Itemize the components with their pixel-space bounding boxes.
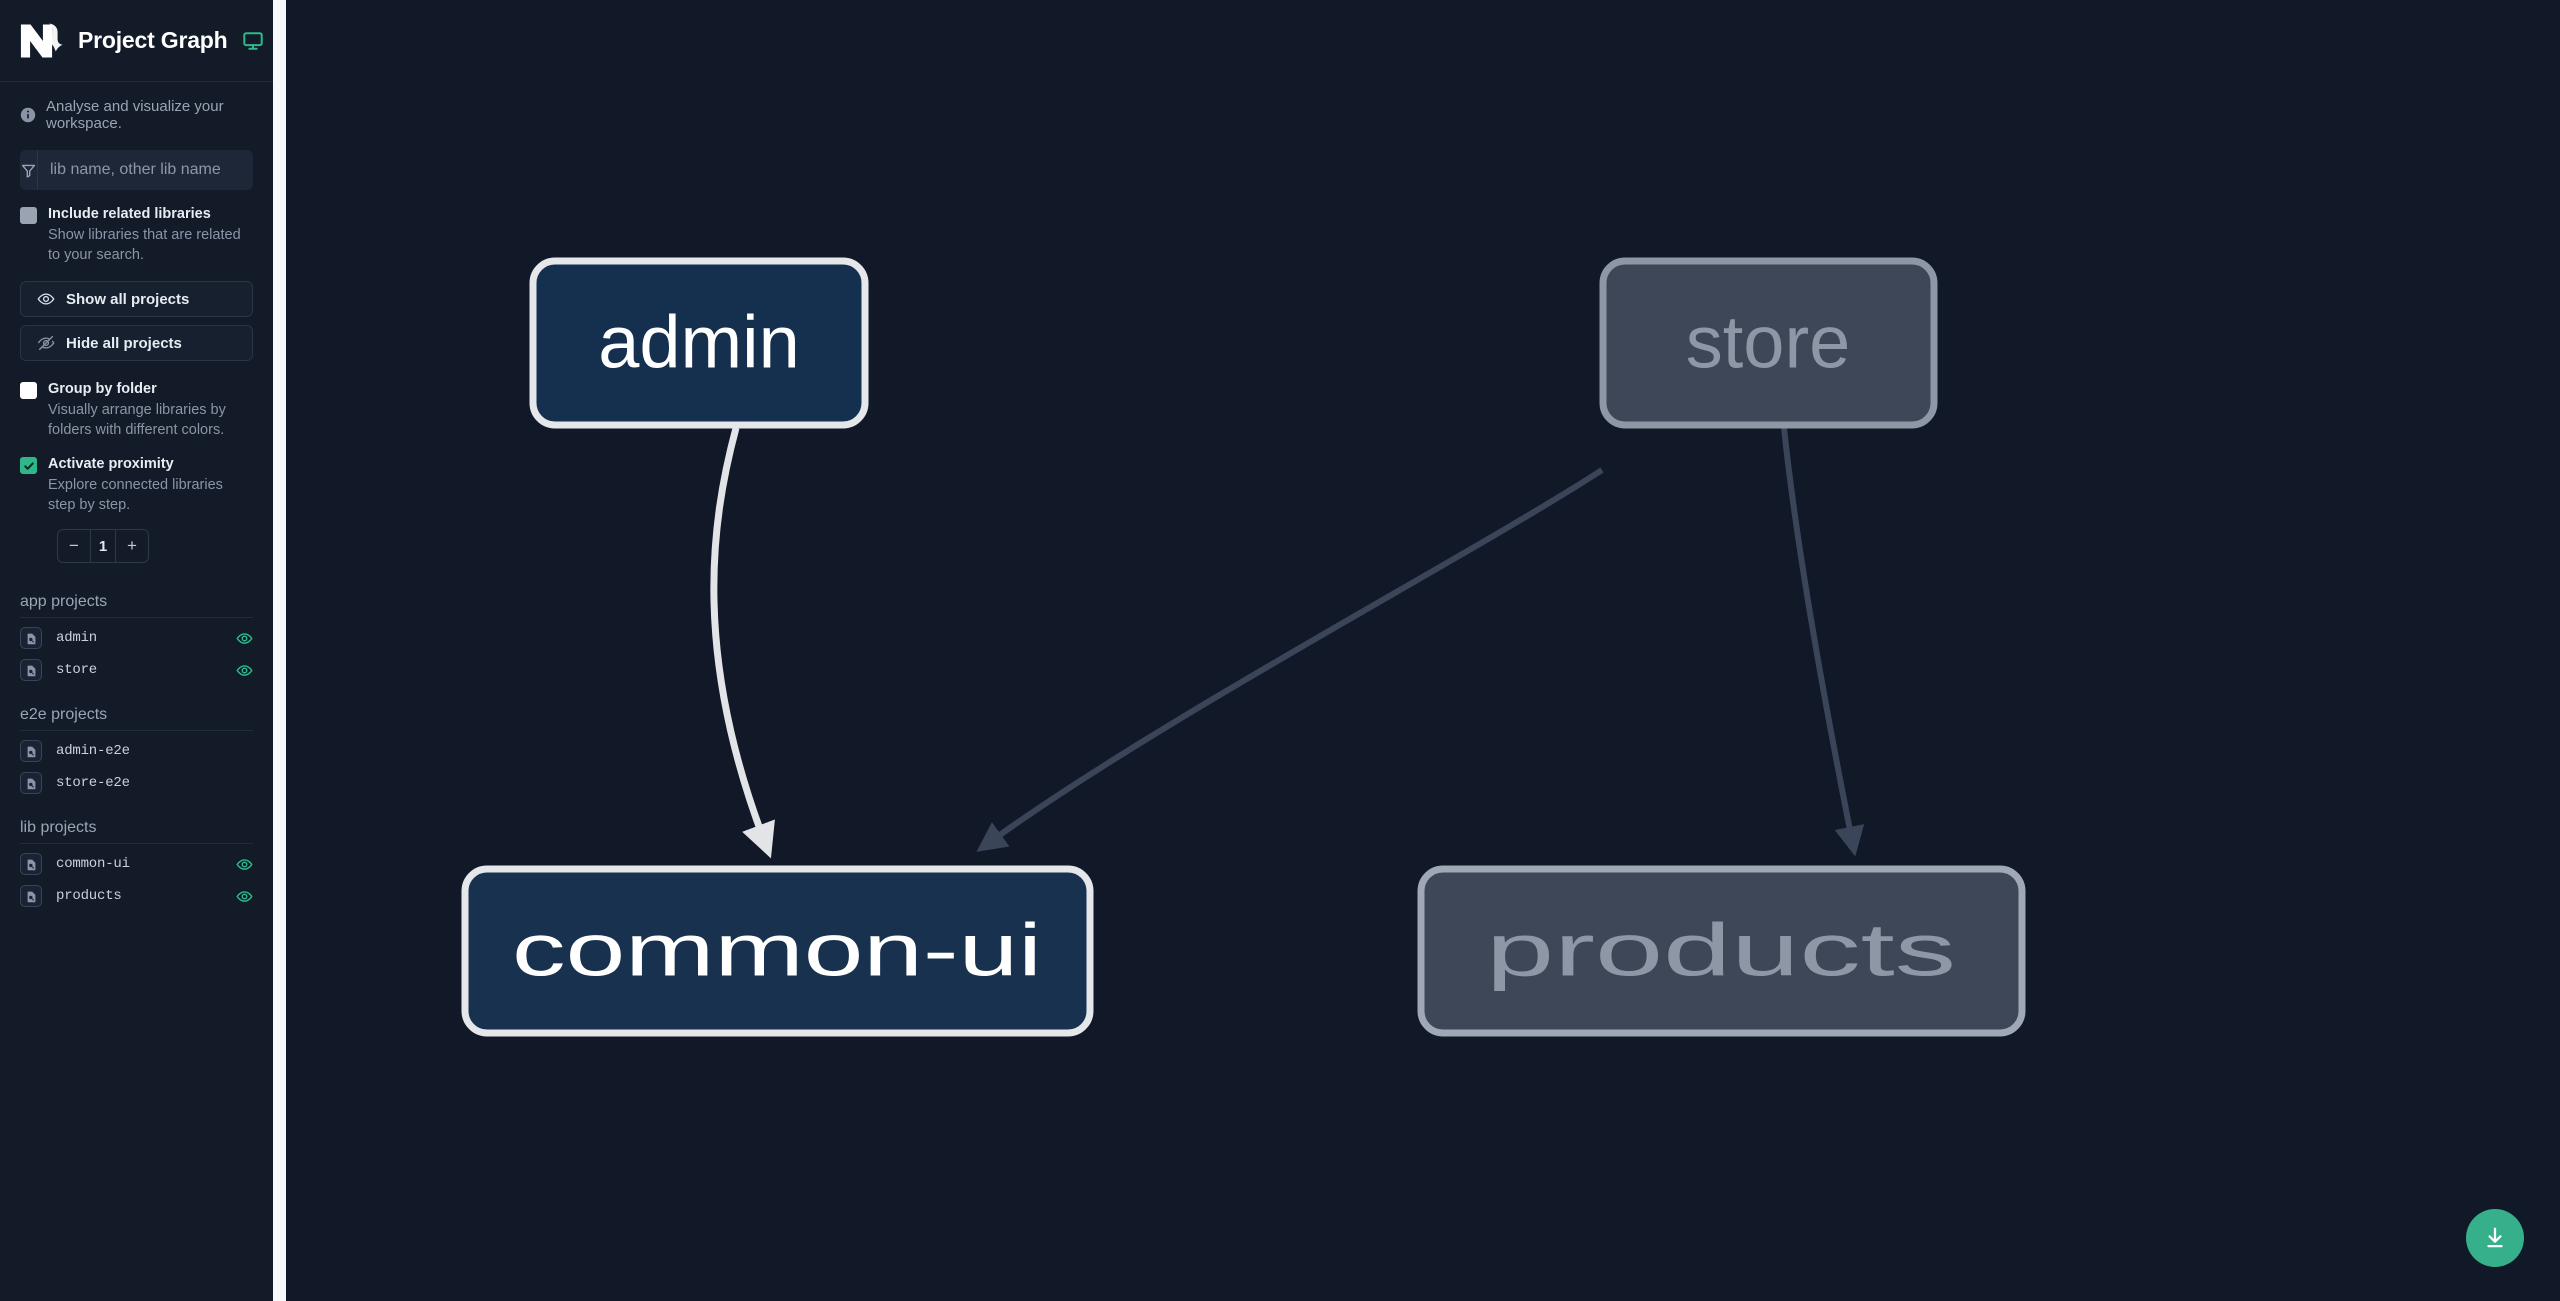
node-label: common-ui <box>512 909 1042 992</box>
project-file-icon <box>20 772 42 795</box>
project-file-icon <box>20 885 42 908</box>
project-row-admin-e2e[interactable]: admin-e2e <box>0 735 273 767</box>
info-icon <box>20 107 36 123</box>
checkbox-activate-proximity[interactable]: Activate proximity Explore connected lib… <box>0 440 273 515</box>
node-box[interactable] <box>1599 257 1938 429</box>
eye-icon <box>37 290 55 308</box>
project-row-store[interactable]: store <box>0 654 273 686</box>
project-file-icon <box>20 740 42 763</box>
eye-icon[interactable] <box>236 888 253 905</box>
checkbox-label: Include related libraries <box>48 206 211 222</box>
nx-logo-icon <box>20 21 64 61</box>
graph-edges <box>710 427 1865 859</box>
node-label: admin <box>598 301 800 384</box>
proximity-decrement-button[interactable]: − <box>58 530 90 562</box>
node-box[interactable] <box>461 865 1094 1037</box>
graph-node-common-ui[interactable]: common-ui <box>461 865 1094 1037</box>
checkbox-sublabel: Show libraries that are related to your … <box>48 227 241 264</box>
hide-all-projects-button[interactable]: Hide all projects <box>20 325 253 362</box>
node-box[interactable] <box>1417 865 2026 1037</box>
group-divider <box>20 843 253 845</box>
checkbox-group-by-folder[interactable]: Group by folder Visually arrange librari… <box>0 361 273 440</box>
proximity-increment-button[interactable]: + <box>116 530 148 562</box>
sidebar-header: Project Graph <box>0 0 273 82</box>
project-row-admin[interactable]: admin <box>0 622 273 654</box>
sidebar-description-text: Analyse and visualize your workspace. <box>46 98 224 132</box>
checkbox-indicator[interactable] <box>20 457 37 475</box>
checkbox-indicator[interactable] <box>20 382 37 400</box>
project-file-icon <box>20 659 42 682</box>
monitor-icon[interactable] <box>242 30 264 52</box>
checkbox-sublabel: Explore connected libraries step by step… <box>48 477 223 514</box>
edge-store-to-common-ui <box>976 467 1604 852</box>
eye-off-icon <box>37 334 55 352</box>
node-box[interactable] <box>529 257 869 429</box>
proximity-value: 1 <box>90 530 116 563</box>
search-field[interactable] <box>20 150 253 190</box>
graph-node-admin[interactable]: admin <box>529 257 869 429</box>
project-row-common-ui[interactable]: common-ui <box>0 848 273 880</box>
page-title: Project Graph <box>78 27 228 53</box>
sidebar-resize-handle[interactable] <box>273 0 286 1301</box>
group-title-e2e-projects: e2e projects <box>20 706 108 724</box>
funnel-filter-icon <box>20 150 38 190</box>
eye-icon[interactable] <box>236 662 253 679</box>
group-divider <box>20 617 253 619</box>
download-graph-button[interactable] <box>2466 1209 2524 1267</box>
download-icon <box>2482 1225 2508 1251</box>
project-name: store <box>56 662 98 679</box>
show-all-projects-label: Show all projects <box>66 290 190 308</box>
checkbox-label: Group by folder <box>48 381 157 398</box>
show-all-projects-button[interactable]: Show all projects <box>20 281 253 318</box>
edge-store-to-products <box>1781 427 1865 857</box>
group-divider <box>20 730 253 732</box>
sidebar-description: Analyse and visualize your workspace. <box>0 82 273 146</box>
search-input[interactable] <box>38 150 253 190</box>
checkbox-label: Activate proximity <box>48 456 174 473</box>
checkbox-sublabel: Visually arrange libraries by folders wi… <box>48 402 226 439</box>
project-file-icon <box>20 627 42 650</box>
checkbox-text: Activate proximity Explore connected lib… <box>48 454 243 515</box>
project-list: app projects admin <box>0 563 273 1301</box>
node-label: products <box>1486 909 1956 992</box>
project-name: products <box>56 888 122 905</box>
eye-icon[interactable] <box>236 856 253 873</box>
checkbox-text: Group by folder Visually arrange librari… <box>48 379 243 440</box>
graph-node-store[interactable]: store <box>1599 257 1938 429</box>
project-name: common-ui <box>56 856 130 873</box>
node-label: store <box>1686 301 1851 384</box>
graph-node-products[interactable]: products <box>1417 865 2026 1037</box>
visibility-button-group: Show all projects Hide all projects <box>0 265 273 362</box>
checkbox-text: Include related libraries Show libraries… <box>48 204 243 265</box>
checkbox-include-related-libraries[interactable]: Include related libraries Show libraries… <box>0 190 273 265</box>
checkbox-indicator[interactable] <box>20 207 37 224</box>
graph-canvas[interactable]: admin store common-ui products <box>286 0 2560 1301</box>
project-file-icon <box>20 853 42 876</box>
proximity-depth-stepper[interactable]: − 1 + <box>57 529 149 564</box>
project-name: store-e2e <box>56 775 130 792</box>
sidebar: Project Graph Analyse and visualize your… <box>0 0 273 1301</box>
eye-icon[interactable] <box>236 630 253 647</box>
project-row-store-e2e[interactable]: store-e2e <box>0 767 273 799</box>
edge-admin-to-common-ui <box>710 427 775 859</box>
group-title-app-projects: app projects <box>20 593 108 611</box>
hide-all-projects-label: Hide all projects <box>66 334 182 352</box>
group-title-lib-projects: lib projects <box>20 819 97 837</box>
project-row-products[interactable]: products <box>0 880 273 912</box>
project-name: admin <box>56 630 98 647</box>
project-name: admin-e2e <box>56 743 130 760</box>
